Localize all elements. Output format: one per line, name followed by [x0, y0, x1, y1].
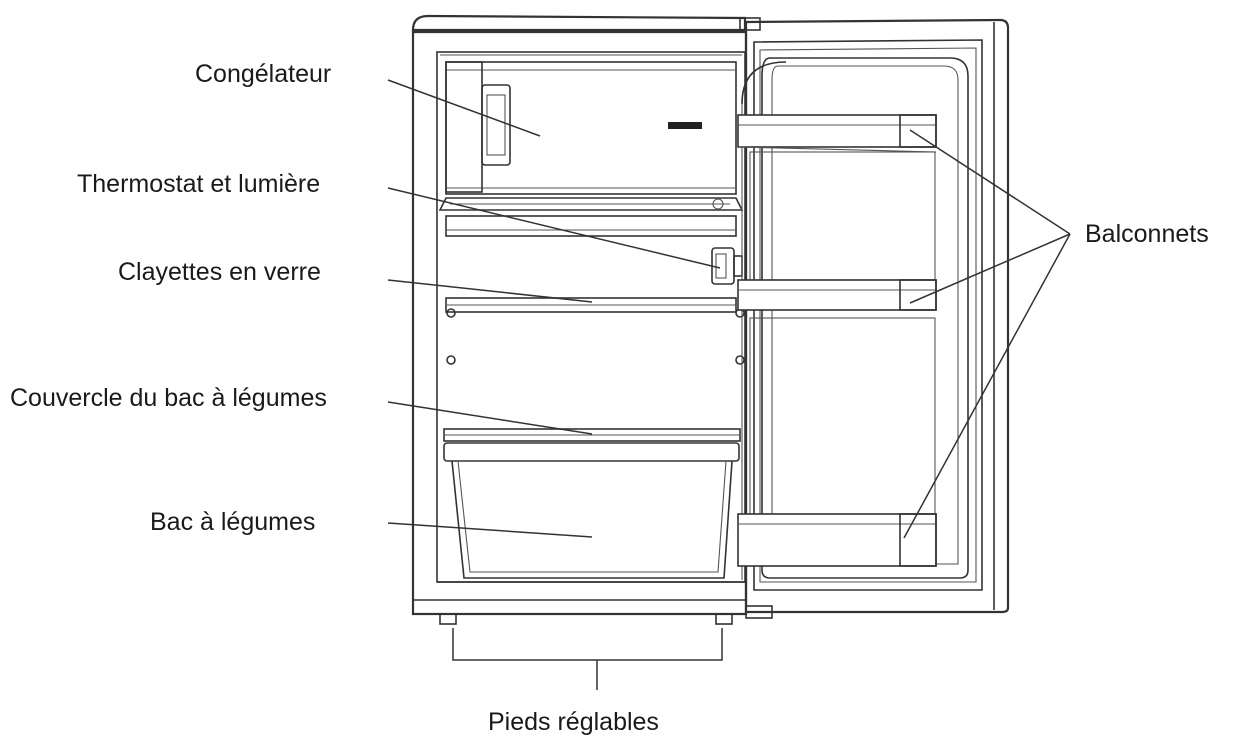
leader-lines	[387, 79, 1071, 690]
door	[739, 17, 1010, 619]
freezer-compartment	[438, 61, 744, 211]
label-freezer: Congélateur	[195, 60, 331, 88]
adjustable-feet	[439, 613, 733, 625]
cabinet	[411, 14, 748, 616]
crisper-cover	[443, 428, 741, 442]
thermostat-unit	[711, 247, 743, 285]
label-glass-shelves: Clayettes en verre	[118, 258, 321, 286]
door-balconies	[737, 114, 937, 567]
crisper-drawer	[437, 442, 745, 583]
label-door-balconies: Balconnets	[1085, 220, 1209, 248]
label-crisper: Bac à légumes	[150, 508, 315, 536]
label-crisper-cover: Couvercle du bac à légumes	[10, 384, 327, 412]
glass-shelves	[445, 215, 745, 365]
label-feet: Pieds réglables	[488, 708, 659, 736]
label-thermostat: Thermostat et lumière	[77, 170, 320, 198]
freezer-badge	[668, 122, 702, 129]
